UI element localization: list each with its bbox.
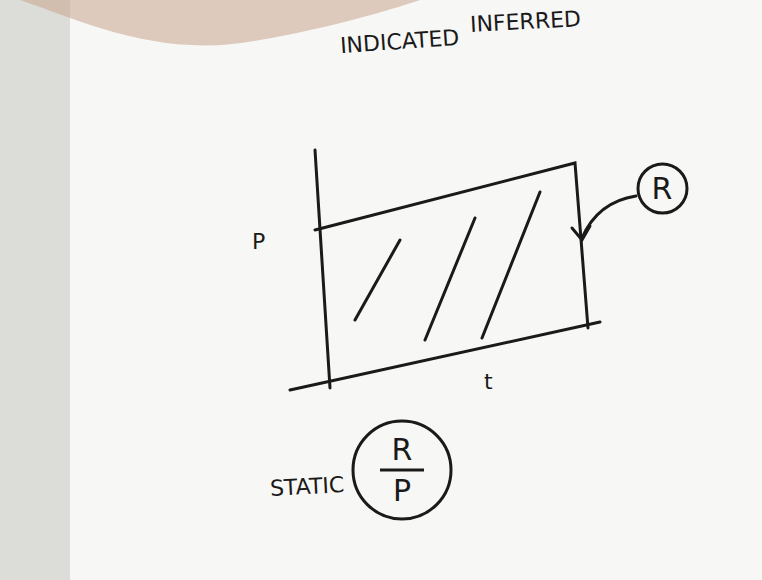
hatch-line xyxy=(482,192,540,338)
symbol-text: R xyxy=(636,172,689,205)
axis-label: P xyxy=(252,230,265,254)
hatch-line xyxy=(355,240,400,320)
symbol-text: P xyxy=(351,474,453,507)
x-axis xyxy=(290,322,600,390)
axis-label: INDICATED xyxy=(339,26,460,58)
arrowhead xyxy=(572,226,590,240)
rectangle-outline xyxy=(315,163,588,328)
leader-arrow xyxy=(582,196,636,238)
y-axis xyxy=(315,150,330,388)
axis-label: INFERRED xyxy=(469,7,581,37)
hatch-line xyxy=(425,218,475,340)
axis-label: STATIC xyxy=(269,473,344,501)
symbol-text: R xyxy=(351,433,453,466)
circled-symbol: R xyxy=(636,162,689,215)
axis-label: t xyxy=(484,370,493,394)
paper-edge xyxy=(0,0,70,580)
circled-symbol: RP xyxy=(351,419,453,521)
